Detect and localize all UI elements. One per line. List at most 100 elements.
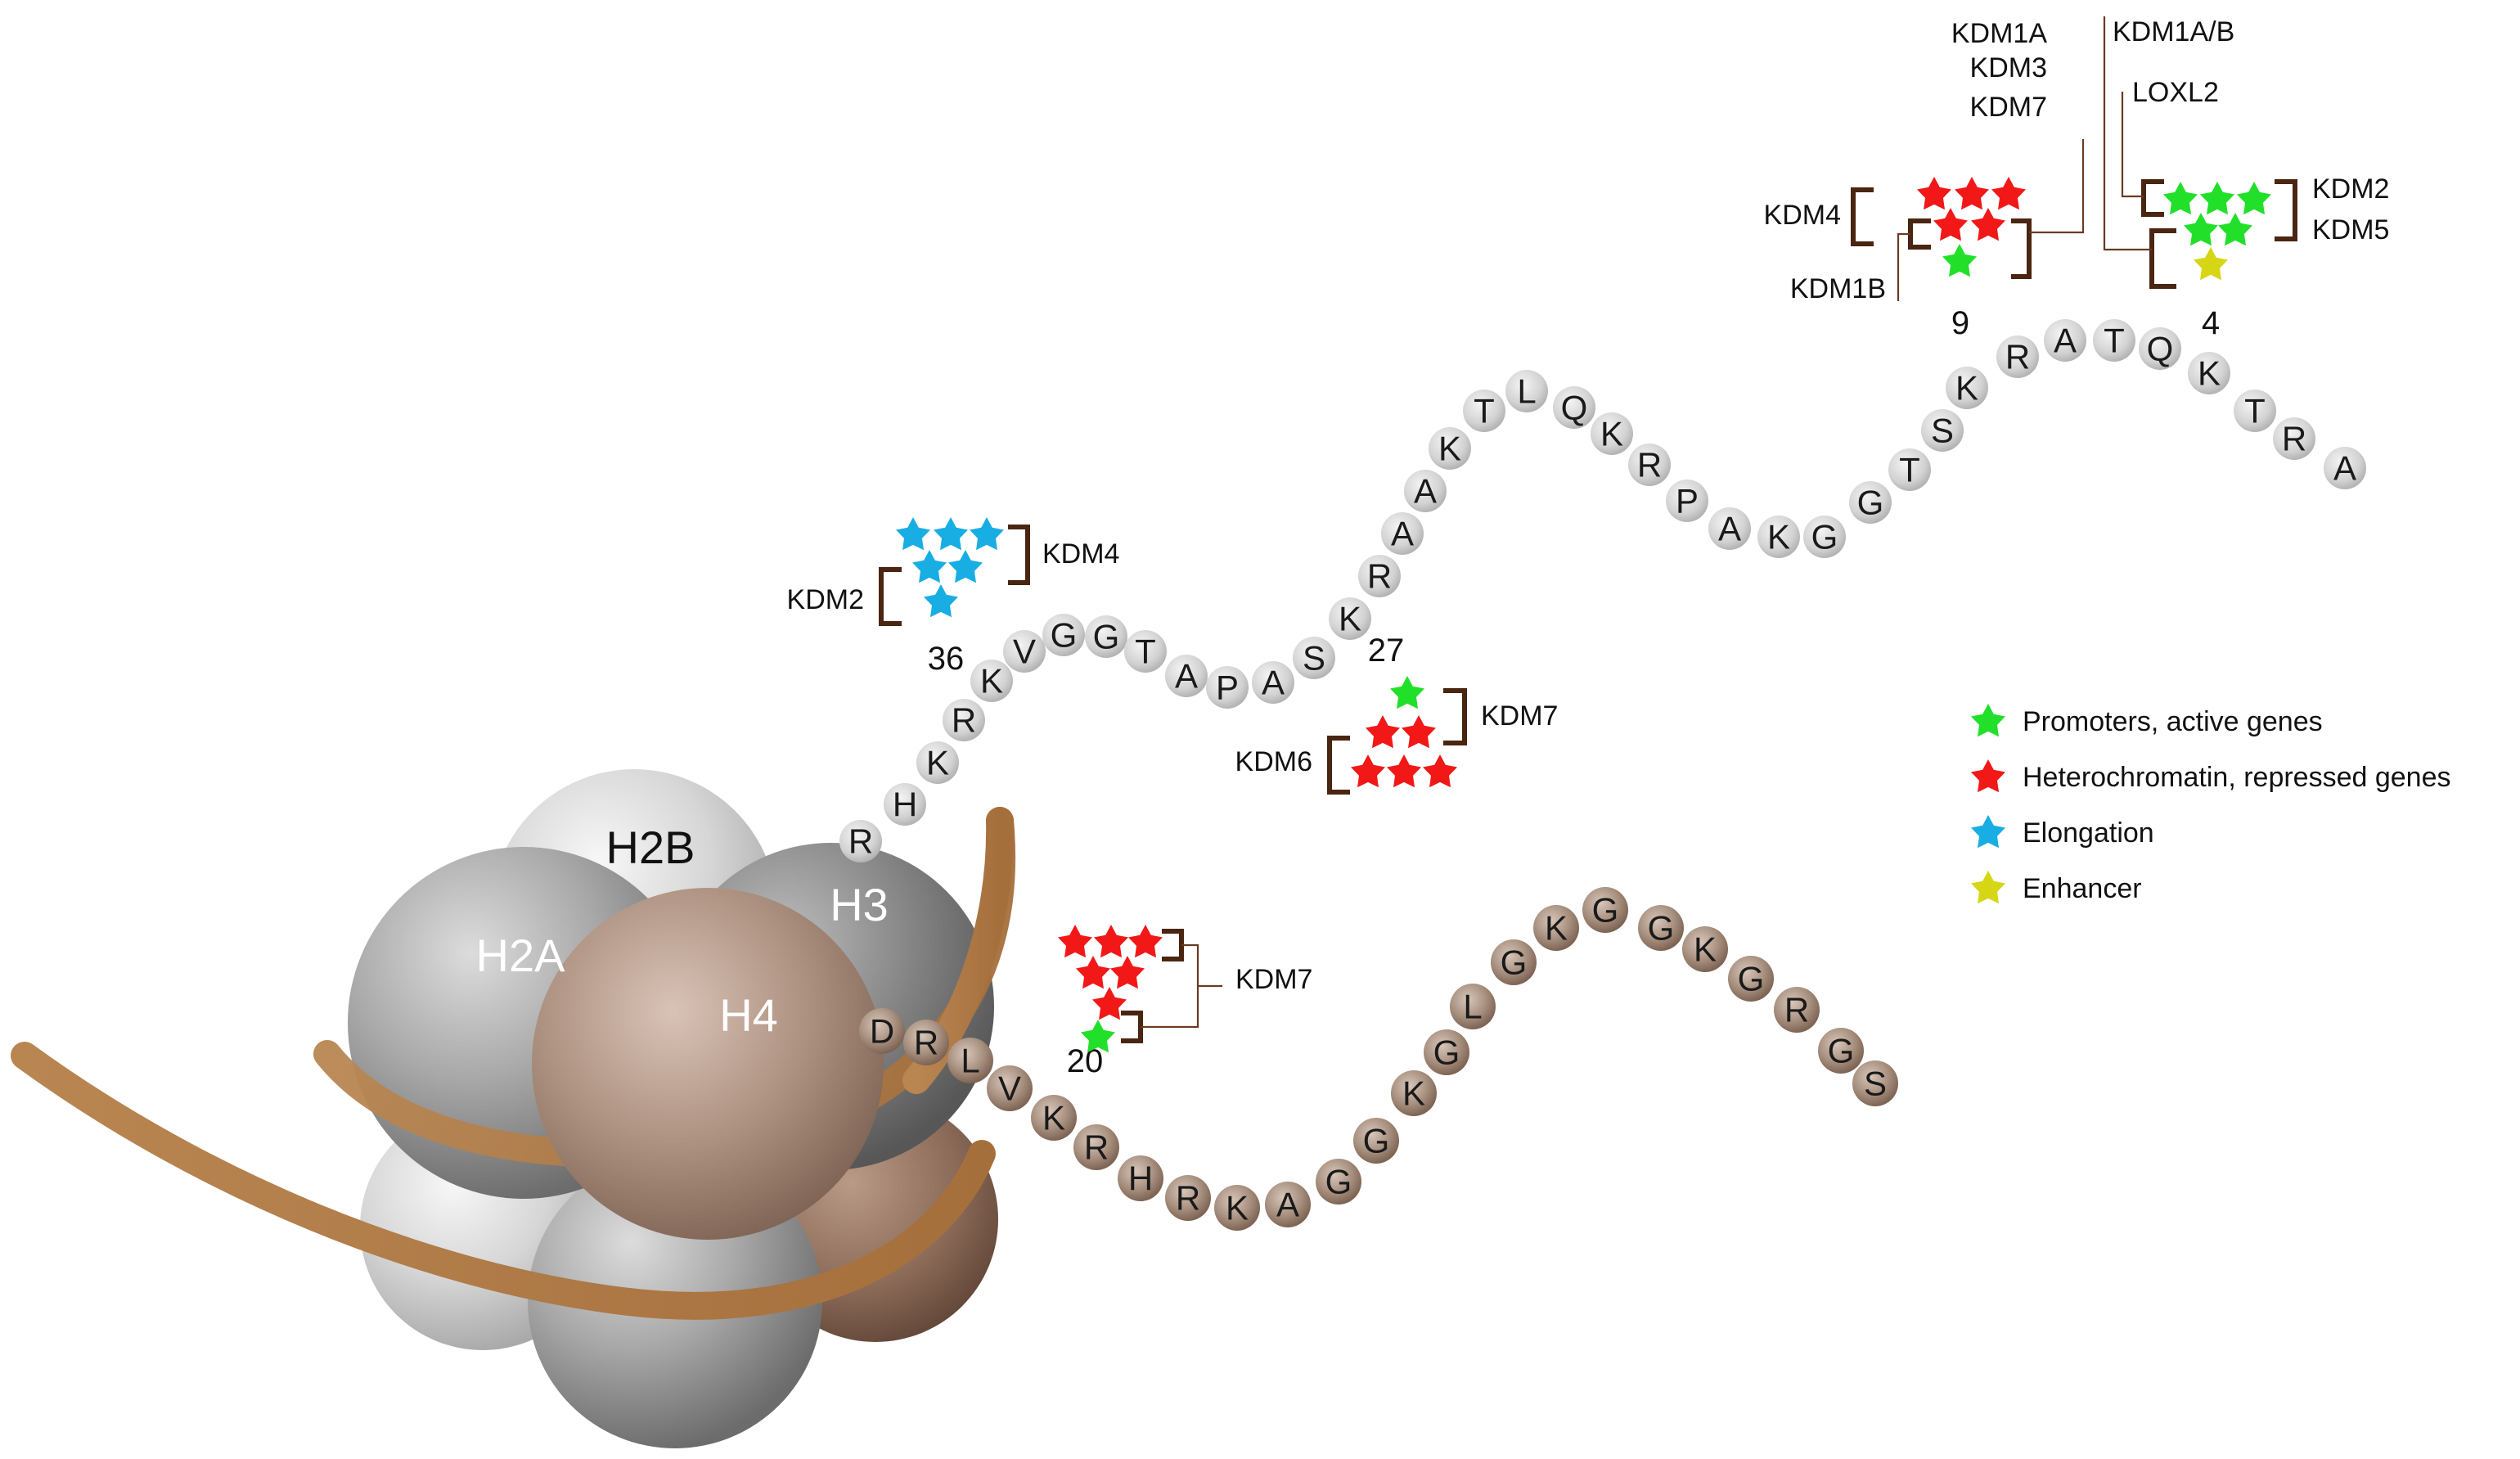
h4-residue xyxy=(1774,987,1820,1033)
h4-residue xyxy=(1582,887,1628,933)
h3-residue xyxy=(1628,444,1671,486)
h4k20-mark-cluster: KDM7 xyxy=(1058,925,1312,1053)
h4-residue-label: V xyxy=(998,1069,1021,1108)
label-kdm6-k27: KDM6 xyxy=(1235,746,1312,777)
h3-residue xyxy=(2139,327,2181,370)
h3-residue-label: Q xyxy=(1561,389,1588,427)
green-star-icon xyxy=(2200,182,2234,215)
red-star-icon xyxy=(1092,987,1127,1020)
h3-residue xyxy=(1463,390,1505,432)
h4-residue-label: R xyxy=(1784,991,1809,1029)
h3-residue xyxy=(1996,335,2039,378)
h3-residue xyxy=(2324,447,2366,489)
h4-residue-label: R xyxy=(914,1024,938,1062)
h4-residue-label: D xyxy=(870,1012,894,1051)
h4-residue xyxy=(1533,905,1579,951)
h3-residue-label: K xyxy=(980,662,1003,700)
red-star-icon xyxy=(1991,177,2026,210)
label-kdm7-k9: KDM7 xyxy=(1970,92,2047,123)
h3-residue-label: T xyxy=(2244,392,2266,430)
h3-residue xyxy=(1803,516,1846,558)
h3-residue-label: R xyxy=(2282,420,2306,458)
h3-residue-label: A xyxy=(1391,515,1414,553)
h4-residue-label: G xyxy=(1363,1122,1390,1160)
h4-residue-label: R xyxy=(1084,1128,1109,1167)
h3-residue-label: A xyxy=(2054,322,2077,360)
h3-residue-label: R xyxy=(2005,338,2030,376)
h4-residue xyxy=(987,1065,1033,1111)
h4-residue xyxy=(1265,1182,1311,1227)
h4-label: H4 xyxy=(719,989,778,1041)
h3-residue-label: V xyxy=(1013,633,1036,671)
h4-residue-label: K xyxy=(1042,1099,1065,1137)
h3-residue-label: K xyxy=(1767,518,1790,556)
label-kdm1ab-k4: KDM1A/B xyxy=(2113,16,2234,47)
legend-item-active: Promoters, active genes xyxy=(1971,704,2323,737)
h3-residue-label: L xyxy=(1517,372,1536,411)
h3-residue xyxy=(2273,417,2315,460)
leader-kdm1ab xyxy=(2103,16,2152,251)
h4-residue xyxy=(1214,1185,1260,1231)
yellow-star-icon xyxy=(1971,871,2005,904)
h3-residue-label: K xyxy=(2198,354,2221,393)
h3-residue xyxy=(1849,481,1892,524)
histone-h4-sphere xyxy=(532,888,884,1240)
yellow-star-icon xyxy=(2194,247,2228,281)
blue-star-icon xyxy=(896,517,930,551)
h3-residue xyxy=(1206,666,1249,709)
label-kdm1b-k9: KDM1B xyxy=(1790,273,1886,304)
bracket-kdm7-k20-lower xyxy=(1121,1011,1143,1043)
position-h3k9: 9 xyxy=(1951,305,1969,341)
h3-residue-label: A xyxy=(1718,510,1741,548)
legend-label-elongation: Elongation xyxy=(2023,817,2154,849)
h3-residue-label: G xyxy=(1857,484,1884,522)
h4-residue xyxy=(1073,1124,1119,1170)
h3-residue-label: Q xyxy=(2147,330,2174,368)
blue-star-icon xyxy=(912,550,947,583)
h3-residue-label: P xyxy=(1676,482,1699,520)
h3-residue xyxy=(1888,448,1931,491)
h4-residue xyxy=(1316,1159,1361,1205)
h4-residue-label: G xyxy=(1433,1033,1460,1072)
h3-residue xyxy=(916,741,959,784)
green-star-icon xyxy=(1081,1020,1115,1053)
label-kdm4-k36: KDM4 xyxy=(1042,538,1119,570)
h3-residue-label: P xyxy=(1216,669,1239,707)
label-kdm5-k4: KDM5 xyxy=(2312,214,2389,245)
h3-residue-label: G xyxy=(1093,618,1120,656)
h3-residue-label: K xyxy=(926,744,949,782)
h4-residue xyxy=(1728,956,1774,1002)
red-star-icon xyxy=(1917,177,1951,210)
h3-residue-label: A xyxy=(1175,657,1198,696)
red-star-icon xyxy=(1366,715,1400,749)
h3-residue xyxy=(1358,555,1401,597)
h3k36-mark-cluster: KDM4 KDM2 xyxy=(787,517,1119,626)
bracket-kdm7-k20-upper xyxy=(1162,929,1184,961)
h3-residue-label: K xyxy=(1339,600,1361,638)
h3-residue xyxy=(1252,661,1294,704)
h4-residue-label: K xyxy=(1694,930,1717,969)
leader-kdm7-k20 xyxy=(1141,943,1222,1029)
bracket-kdm2-k4 xyxy=(2141,179,2164,217)
h4-residue-label: S xyxy=(1864,1065,1887,1103)
h3-residue xyxy=(1946,367,1988,409)
legend-item-enhancer: Enhancer xyxy=(1971,871,2142,904)
label-kdm7-k27: KDM7 xyxy=(1481,700,1558,732)
red-star-icon xyxy=(1971,759,2005,793)
h4-residue xyxy=(1852,1060,1898,1106)
bracket-kdm1ab-k4 xyxy=(2149,228,2176,289)
h3-residue xyxy=(2188,352,2230,394)
red-star-icon xyxy=(1955,177,1989,210)
h3-residue-label: R xyxy=(1367,557,1392,596)
h4-residue-label: L xyxy=(961,1042,979,1080)
h4-residue-label: G xyxy=(1501,943,1528,982)
h4-residue xyxy=(859,1008,905,1054)
h3-residue-label: S xyxy=(1303,639,1325,678)
nucleosome-core: H2B H2A H3 H4 xyxy=(11,769,1016,1448)
h3-residue xyxy=(1429,427,1471,470)
h3-residue xyxy=(1124,630,1167,673)
h4-residue-label: G xyxy=(1325,1163,1352,1201)
h3-residue-label: A xyxy=(2333,449,2356,488)
h4-residue-label: G xyxy=(1738,960,1765,998)
